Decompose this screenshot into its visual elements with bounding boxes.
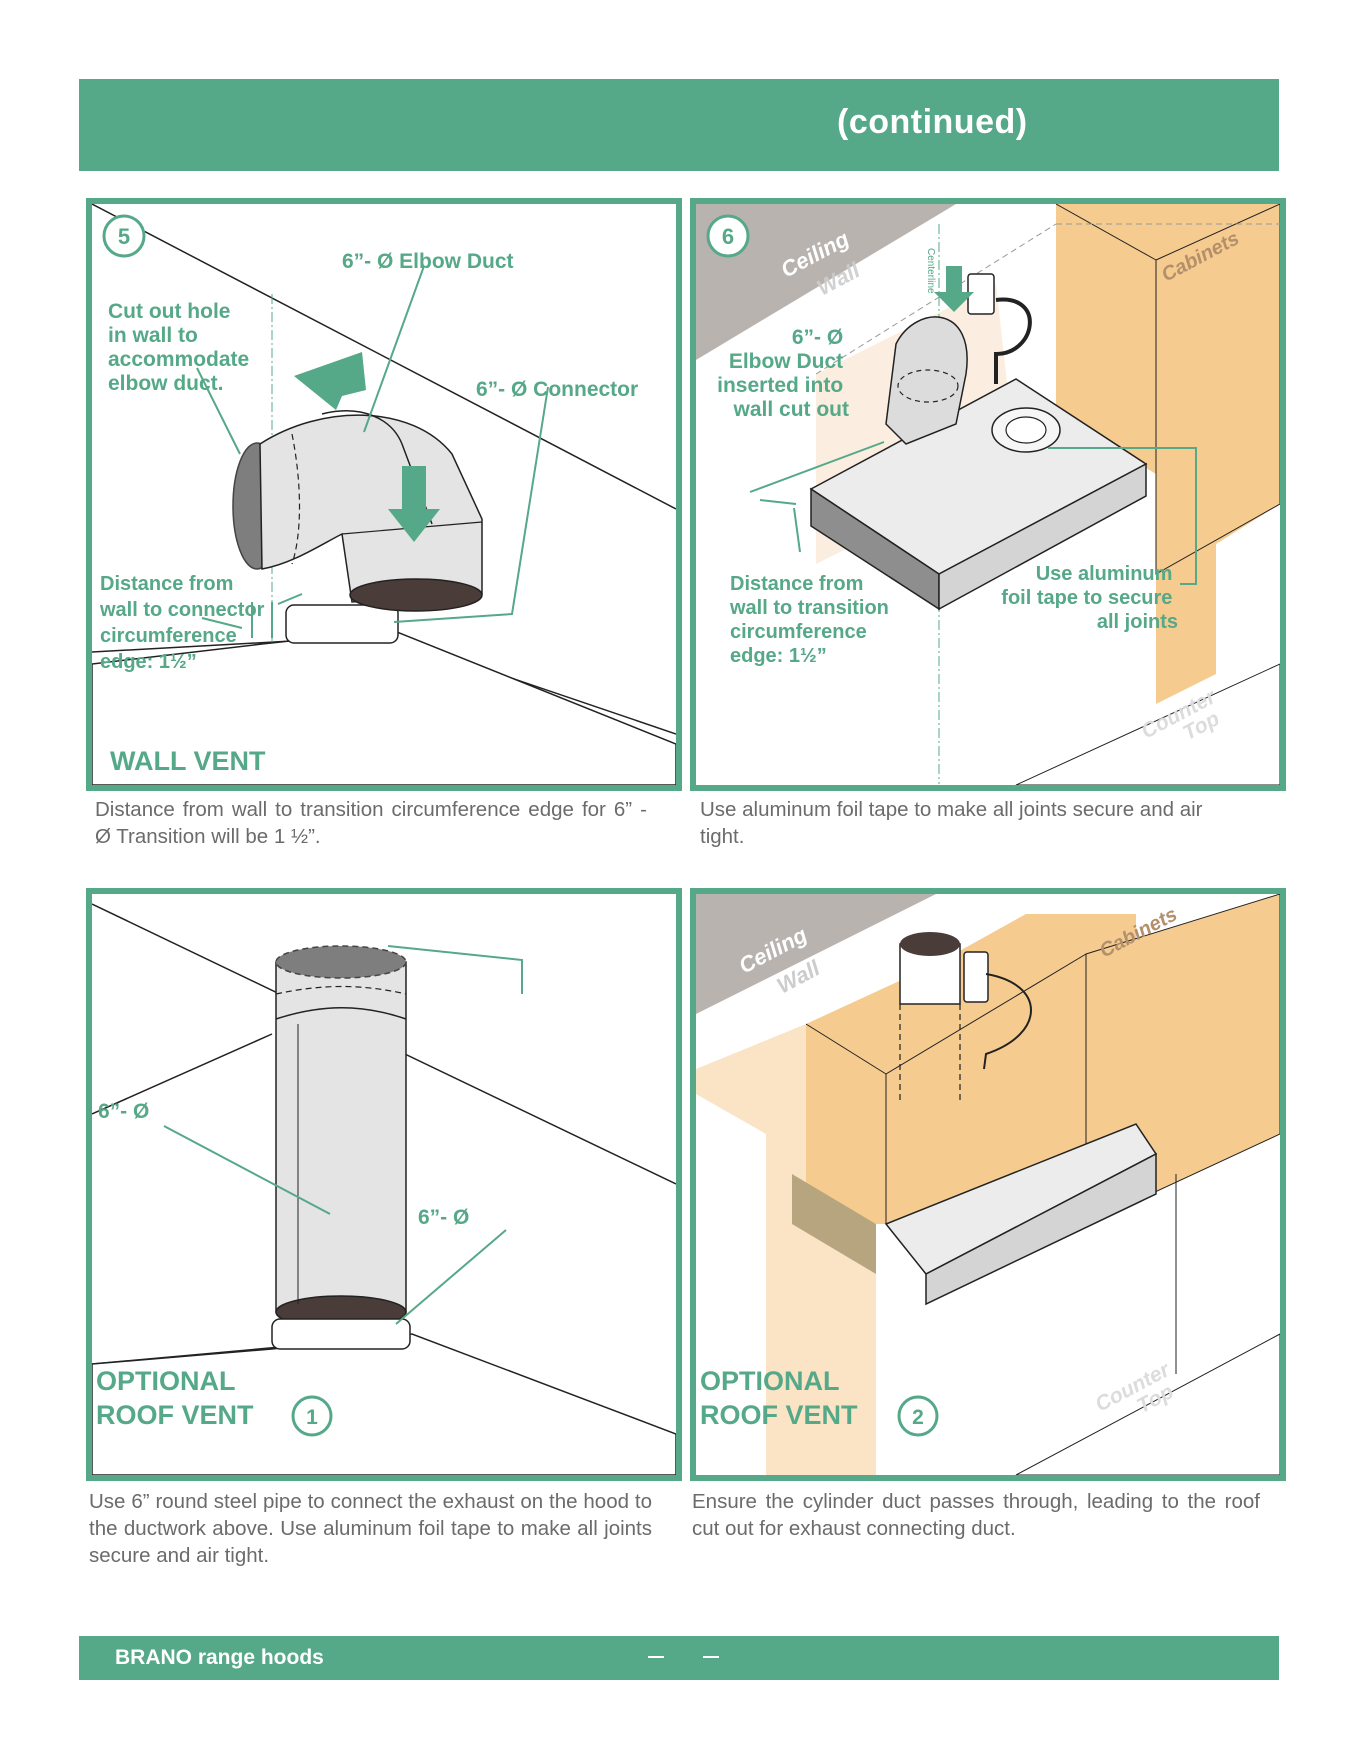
wall-vent-illustration: 5 6”- Ø Elbow Duct Cut out hole in wall … [92,204,676,785]
wall-vent-title: WALL VENT [110,746,266,776]
panel-step-6: 6 Ceiling Wall Centerline Cabinets Count… [690,198,1286,791]
connector-label: 6”- Ø Connector [476,378,638,401]
cut-out-hole-label: Cut out hole in wall to accommodate elbo… [108,300,255,395]
roof-vent-2-title: OPTIONAL ROOF VENT [700,1366,858,1430]
roof-vent-badge-1 [291,1395,333,1437]
footer-brand: BRANO range hoods [115,1646,324,1669]
panel-roof-vent-2: Ceiling Wall Cabinets Counter Top OPTION… [690,888,1286,1481]
caption-roof-vent-2: Ensure the cylinder duct passes through,… [692,1490,1260,1540]
roof-vent-number-2: 2 [912,1406,924,1429]
header-band: (continued) [79,79,1279,171]
caption-roof-vent-1: Use 6” round steel pipe to connect the e… [89,1490,652,1567]
elbow-inserted-label: 6”- Ø Elbow Duct inserted into wall cut … [717,326,849,421]
roof-vent-1-illustration: 6”- Ø 6”- Ø OPTIONAL ROOF VENT 1 [92,903,676,1475]
roof-vent-number-1: 1 [306,1406,318,1429]
step-number-5: 5 [118,224,130,249]
step-6-illustration: 6 Ceiling Wall Centerline Cabinets Count… [696,204,1280,785]
connector-label-r1: 6”- Ø [418,1206,469,1229]
caption-wall-vent: Distance from wall to transition circumf… [95,798,647,848]
roof-vent-2-illustration: Ceiling Wall Cabinets Counter Top OPTION… [696,894,1280,1475]
pipe-label: 6”- Ø [98,1100,149,1123]
roof-vent-badge-2 [897,1395,939,1437]
step-badge-6 [706,214,750,258]
distance-label: Distance from wall to connector circumfe… [99,573,270,673]
elbow-duct-label: 6”- Ø Elbow Duct [342,250,514,273]
page-title: (continued) [837,103,1028,141]
caption-step-6: Use aluminum foil tape to make all joint… [700,798,1203,848]
footer-dash-right [703,1656,719,1658]
step-badge-5 [102,214,146,258]
footer-band: BRANO range hoods [79,1636,1279,1680]
panel-wall-vent: 5 6”- Ø Elbow Duct Cut out hole in wall … [86,198,682,791]
centerline-label: Centerline [925,248,936,294]
step-number-6: 6 [722,224,734,249]
panel-roof-vent-1: 6”- Ø 6”- Ø OPTIONAL ROOF VENT 1 [86,888,682,1481]
roof-vent-1-title: OPTIONAL ROOF VENT [96,1366,254,1430]
foil-tape-label: Use aluminum foil tape to secure all joi… [1001,563,1178,633]
distance-transition-label: Distance from wall to transition circumf… [729,573,894,667]
footer-dash-left [648,1656,664,1658]
